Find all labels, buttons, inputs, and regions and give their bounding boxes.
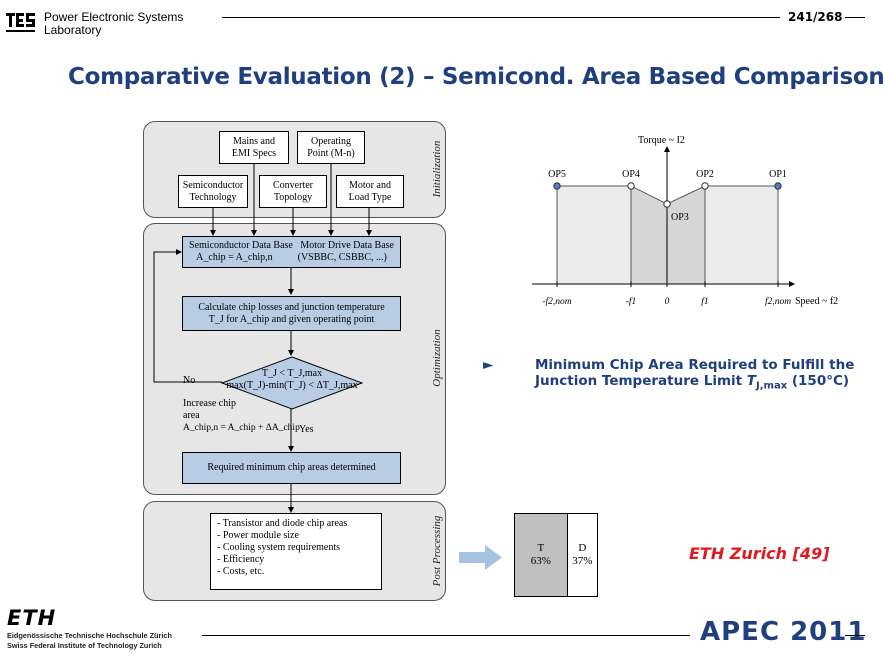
- label-increase-line2: area: [183, 410, 200, 421]
- diode-area: D 37%: [567, 514, 597, 596]
- eth-name: Eidgenössische Technische Hochschule Zür…: [7, 631, 172, 650]
- transistor-area: T 63%: [515, 514, 568, 596]
- footer-rule-right: [845, 635, 865, 636]
- data-point-op1: [774, 182, 782, 190]
- decision-line1: T_J < T_J,max: [261, 368, 323, 379]
- x-tick-label: f2,nom: [765, 296, 791, 307]
- bullet-subscript: J,max: [756, 380, 788, 392]
- box-post-processing: - Transistor and diode chip areas - Powe…: [210, 513, 382, 590]
- apec-logo: APEC 2011: [700, 617, 867, 647]
- x-tick-label: -f2,nom: [542, 296, 571, 307]
- data-point-op3: [663, 200, 671, 208]
- box-converter-topology-line2: Topology: [273, 191, 313, 203]
- x-tick-label: 0: [665, 297, 670, 307]
- x-axis-label: Speed ~ f2: [795, 296, 838, 307]
- x-tick-label: -f1: [626, 296, 637, 307]
- box-data-base: Semiconductor Data Base Motor Drive Data…: [182, 236, 401, 268]
- bullet-line2: Junction Temperature Limit TJ,max (150°C…: [535, 373, 854, 395]
- box-mains-emi: Mains and EMI Specs: [219, 131, 289, 164]
- right-arrow-icon: [459, 545, 502, 570]
- footer-rule: [202, 635, 690, 636]
- header-rule: [222, 17, 780, 18]
- bullet-line1: Minimum Chip Area Required to Fulfill th…: [535, 357, 855, 373]
- decision-line2: max(T_J)-min(T_J) < ΔT_J,max: [226, 380, 358, 391]
- bullet-variable: T: [746, 373, 757, 389]
- chip-area-split: T 63% D 37%: [514, 513, 598, 597]
- label-increase-line1: Increase chip: [183, 398, 237, 409]
- box-semiconductor-technology-line2: Technology: [189, 191, 237, 203]
- header-rule-right: [845, 17, 865, 18]
- lab-name-line2: Laboratory: [44, 23, 102, 37]
- point-label-op1: OP1: [769, 169, 787, 180]
- box-required-areas: Required minimum chip areas determined: [182, 452, 401, 484]
- box-mains-emi-line1: Mains and: [233, 135, 275, 147]
- box-motor-load-line1: Motor and: [349, 179, 391, 191]
- box-calculate-losses-line1: Calculate chip losses and junction tempe…: [198, 301, 385, 313]
- slide-title: Comparative Evaluation (2) – Semicond. A…: [68, 64, 884, 90]
- box-motor-load-line2: Load Type: [348, 191, 392, 203]
- data-point-op4: [627, 182, 635, 190]
- box-operating-point-line2: Point (M-n): [307, 147, 355, 159]
- transistor-label: T: [537, 542, 545, 554]
- pes-logo: [6, 13, 36, 33]
- label-no: No: [183, 375, 196, 386]
- y-axis-label: Torque ~ I2: [638, 135, 685, 146]
- lab-name-line1: Power Electronic Systems: [44, 10, 184, 24]
- transistor-percent: 63%: [530, 555, 551, 567]
- post-item: - Transistor and diode chip areas: [217, 518, 348, 529]
- diode-label: D: [578, 542, 587, 554]
- box-semiconductor-technology-line1: Semiconductor: [182, 179, 244, 191]
- label-yes: Yes: [299, 424, 314, 435]
- bullet-line2-suffix: (150°C): [787, 373, 850, 389]
- x-tick-label: f1: [701, 296, 708, 307]
- point-label-op2: OP2: [696, 169, 714, 180]
- post-item: - Costs, etc.: [217, 566, 265, 577]
- eth-name-line1: Eidgenössische Technische Hochschule Zür…: [7, 631, 172, 640]
- post-item: - Efficiency: [217, 554, 265, 565]
- label-increase-formula: A_chip,n = A_chip + ΔA_chip: [183, 423, 300, 433]
- eth-logo: ETH: [7, 606, 57, 630]
- box-calculate-losses: Calculate chip losses and junction tempe…: [182, 296, 401, 331]
- bullet-point: ► Minimum Chip Area Required to Fulfill …: [483, 357, 854, 395]
- post-item: - Power module size: [217, 530, 299, 541]
- box-data-base-line1: Semiconductor Data Base Motor Drive Data…: [189, 240, 394, 251]
- decision-diamond: [220, 356, 364, 410]
- box-operating-point: Operating Point (M-n): [297, 131, 365, 164]
- box-converter-topology-line1: Converter: [273, 179, 313, 191]
- box-mains-emi-line2: EMI Specs: [231, 147, 277, 159]
- page-number: 241/268: [788, 10, 843, 24]
- point-label-op5: OP5: [548, 169, 566, 180]
- data-point-op5: [553, 182, 561, 190]
- box-calculate-losses-line2: T_J for A_chip and given operating point: [208, 313, 375, 325]
- reference-eth: ETH Zurich [49]: [689, 544, 830, 563]
- eth-name-line2: Swiss Federal Institute of Technology Zu…: [7, 640, 162, 650]
- inner-region: [631, 186, 705, 284]
- data-point-op2: [701, 182, 709, 190]
- bullet-line2-prefix: Junction Temperature Limit: [535, 373, 747, 389]
- diode-percent: 37%: [572, 555, 593, 567]
- operating-point-chart: Torque ~ I2 Speed ~ f2 -f2,nom -f1 0 f1 f2,nom…: [532, 135, 838, 307]
- box-converter-topology: Converter Topology: [259, 175, 327, 208]
- box-operating-point-line1: Operating: [311, 135, 351, 147]
- point-label-op3: OP3: [671, 212, 689, 223]
- box-motor-load: Motor and Load Type: [336, 175, 404, 208]
- box-data-base-line2: A_chip = A_chip,n (VSBBC, CSBBC, ...): [196, 252, 387, 263]
- bullet-arrow-icon: ►: [483, 357, 494, 373]
- label-increase-area: Increase chip area A_chip,n = A_chip + Δ…: [183, 398, 300, 434]
- point-label-op4: OP4: [622, 169, 640, 180]
- lab-name: Power Electronic Systems Laboratory: [44, 11, 183, 37]
- box-semiconductor-technology: Semiconductor Technology: [178, 175, 248, 208]
- post-item: - Cooling system requirements: [217, 542, 341, 553]
- decision-text: T_J < T_J,max max(T_J)-min(T_J) < ΔT_J,m…: [221, 368, 363, 392]
